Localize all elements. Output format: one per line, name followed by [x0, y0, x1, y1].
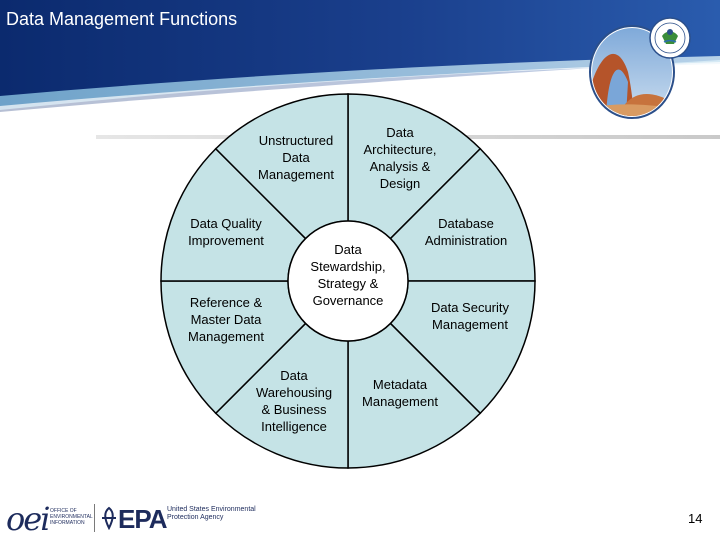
- footer-logos: oei OFFICE OF ENVIRONMENTAL INFORMATION …: [4, 500, 256, 538]
- epa-seal-icon: [589, 17, 691, 119]
- oei-logo: oei: [6, 500, 50, 538]
- page-number: 14: [688, 511, 703, 526]
- page-title: Data Management Functions: [6, 9, 238, 29]
- data-management-wheel: [160, 93, 536, 469]
- logo-divider: [94, 504, 95, 532]
- epa-flower-icon: [102, 506, 116, 530]
- oei-subtitle: OFFICE OF ENVIRONMENTAL INFORMATION: [50, 508, 93, 526]
- wheel-center: [287, 220, 409, 342]
- wheel-segments: [160, 93, 536, 469]
- epa-logo: EPA: [118, 504, 168, 534]
- epa-subtitle: United States Environmental Protection A…: [167, 506, 256, 521]
